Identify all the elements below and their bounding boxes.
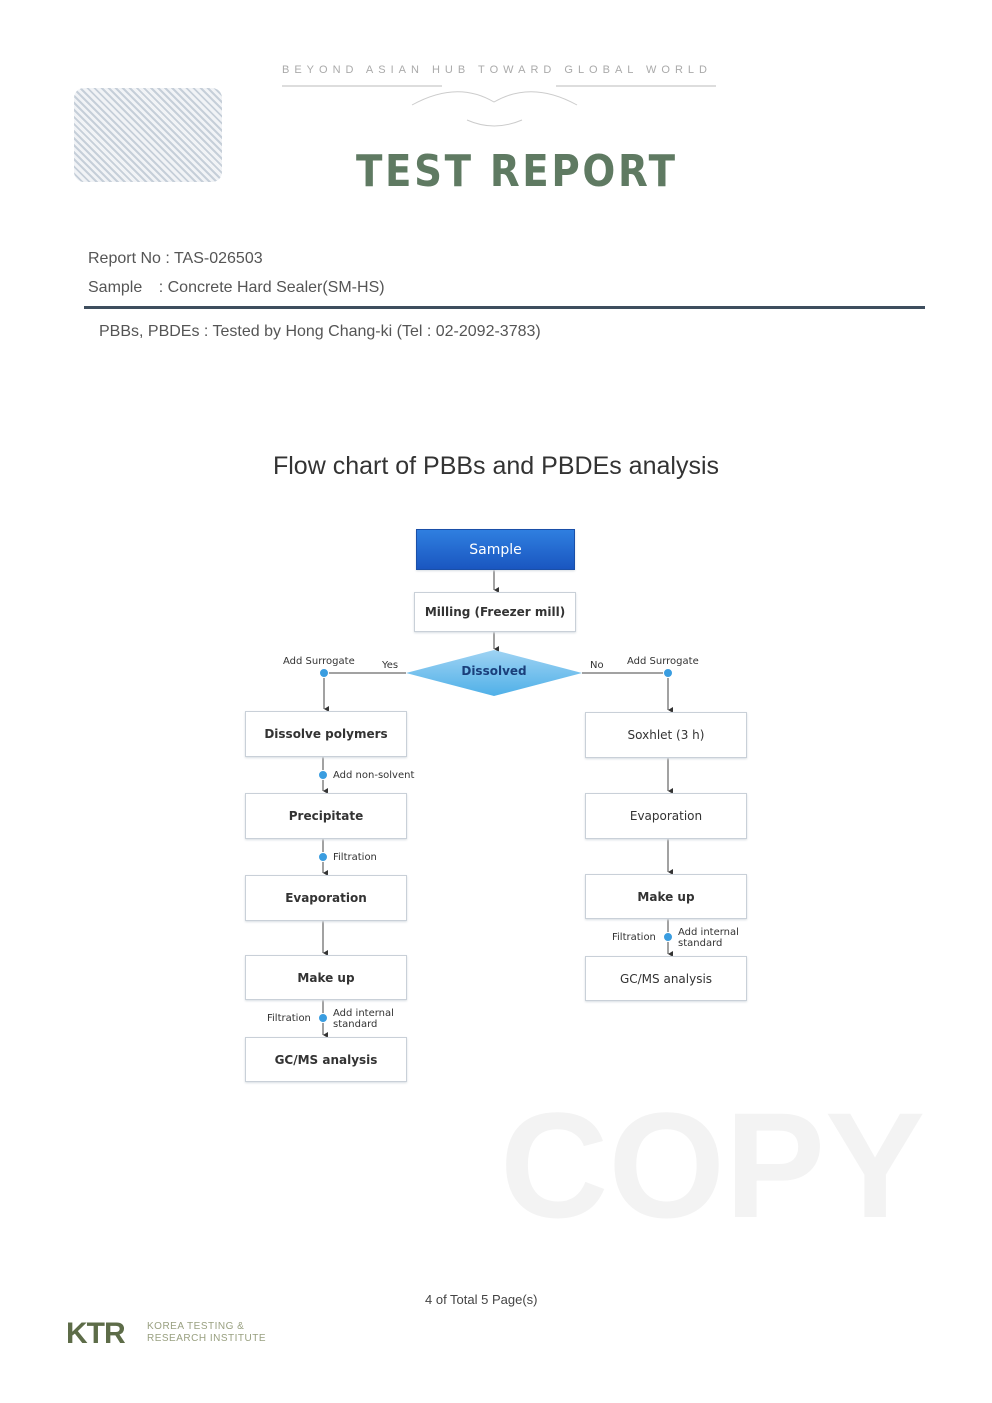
right-step: Make up	[585, 874, 747, 919]
page-title: TEST REPORT	[356, 146, 678, 197]
motto: BEYOND ASIAN HUB TOWARD GLOBAL WORLD	[282, 64, 712, 76]
add-surrogate-right: Add Surrogate	[627, 656, 699, 667]
security-stamp	[74, 88, 222, 182]
filtration-label: Filtration	[267, 1013, 311, 1024]
node-dot	[318, 852, 328, 862]
add-non-solvent-label: Add non-solvent	[333, 770, 415, 781]
decision-label: Dissolved	[461, 664, 527, 678]
sample-label: Sample	[88, 279, 143, 296]
decision-diamond	[406, 650, 582, 696]
tested-by: PBBs, PBDEs : Tested by Hong Chang-ki (T…	[99, 323, 541, 340]
ornament-icon	[282, 85, 716, 127]
sample-node: Sample	[416, 529, 575, 570]
left-step: GC/MS analysis	[245, 1037, 407, 1082]
filtration-label: Filtration	[333, 852, 377, 863]
right-step: Evaporation	[585, 793, 747, 839]
sample-sep: :	[158, 279, 164, 296]
report-no: TAS-026503	[173, 250, 263, 267]
right-step: Soxhlet (3 h)	[585, 712, 747, 758]
filtration-label: Filtration	[612, 932, 656, 943]
left-step: Precipitate	[245, 793, 407, 839]
page-number: 4 of Total 5 Page(s)	[425, 1292, 538, 1307]
add-surrogate-left: Add Surrogate	[283, 656, 355, 667]
left-step: Evaporation	[245, 875, 407, 921]
left-step: Make up	[245, 955, 407, 1000]
milling-node: Milling (Freezer mill)	[414, 592, 576, 632]
left-step: Dissolve polymers	[245, 711, 407, 757]
add-internal-standard-label: Add internal standard	[333, 1008, 394, 1030]
copy-watermark: COPY	[500, 1081, 926, 1249]
yes-label: Yes	[382, 660, 399, 671]
node-dot	[663, 932, 673, 942]
divider	[84, 306, 925, 309]
ktr-org-name: KOREA TESTING & RESEARCH INSTITUTE	[147, 1321, 267, 1344]
report-no-label: Report No :	[88, 250, 170, 267]
right-step: GC/MS analysis	[585, 956, 747, 1001]
node-dot	[318, 1013, 328, 1023]
ktr-logo: KTR	[66, 1317, 126, 1350]
sample-value: Concrete Hard Sealer(SM-HS)	[167, 279, 385, 296]
add-internal-standard-label: Add internal standard	[678, 927, 739, 949]
no-label: No	[590, 660, 604, 671]
node-dot	[663, 668, 673, 678]
node-dot	[319, 668, 329, 678]
node-dot	[318, 770, 328, 780]
flowchart-title: Flow chart of PBBs and PBDEs analysis	[272, 452, 720, 480]
